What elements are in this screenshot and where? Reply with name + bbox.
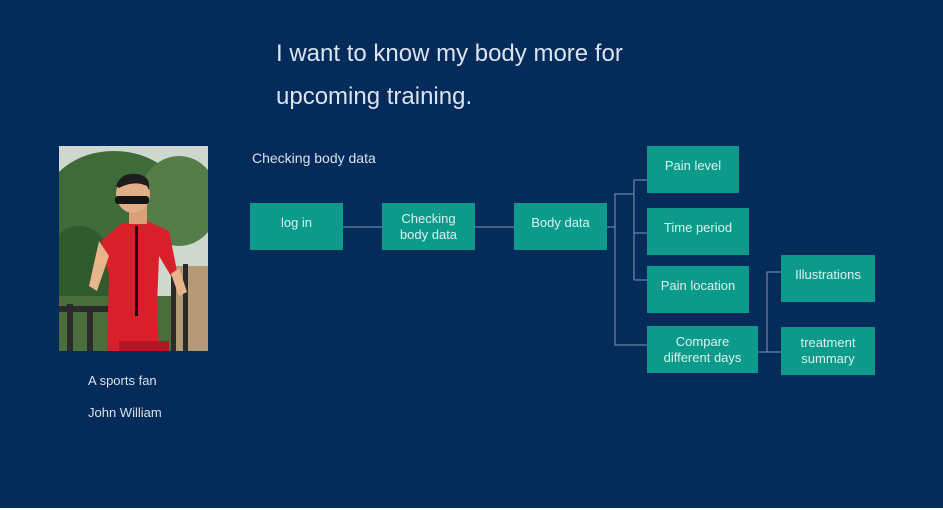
node-compare-label-2: different days: [663, 349, 742, 365]
connector-compare-children: [766, 271, 781, 353]
node-pain-location-label: Pain location: [660, 277, 736, 293]
node-log-in: log in: [250, 203, 343, 250]
node-body-data: Body data: [514, 203, 607, 250]
node-checking-body-data: Checking body data: [382, 203, 475, 250]
headline-line-1: I want to know my body more for: [276, 40, 623, 67]
node-treatment-summary: treatment summary: [781, 327, 875, 375]
node-pain-location: Pain location: [647, 266, 749, 313]
node-treatment-label-1: treatment: [800, 335, 856, 350]
node-log-in-label: log in: [280, 215, 313, 230]
node-body-data-label: Body data: [531, 215, 590, 230]
node-pain-level-label: Pain level: [664, 157, 722, 173]
node-illustrations: Illustrations: [781, 255, 875, 302]
node-time-period: Time period: [647, 208, 749, 255]
node-treatment-label-2: summary: [801, 351, 855, 366]
persona-role: A sports fan: [88, 373, 157, 388]
flow-title: Checking body data: [252, 150, 376, 166]
node-compare-different-days: Compare different days: [647, 326, 758, 373]
node-time-period-label: Time period: [663, 219, 733, 235]
page-title: I want to know my body more for upcoming…: [276, 32, 696, 118]
persona-photo: [59, 146, 208, 351]
persona-name: John William: [88, 405, 162, 420]
node-compare-label-1: Compare: [675, 333, 730, 349]
connector-branch-main: [614, 179, 647, 346]
node-pain-level: Pain level: [647, 146, 739, 193]
headline-line-2: upcoming training.: [276, 83, 473, 110]
node-checking-label-2: body data: [399, 226, 458, 242]
node-illustrations-label: Illustrations: [795, 266, 861, 282]
node-checking-label-1: Checking: [401, 210, 456, 226]
